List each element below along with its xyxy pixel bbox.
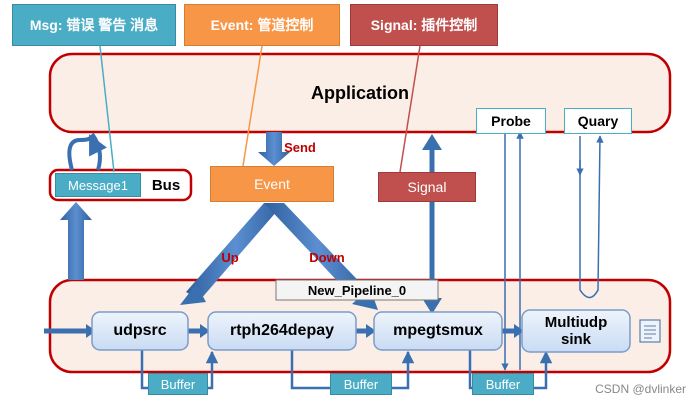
document-icon — [639, 319, 661, 343]
signal-arrow-bottom — [422, 298, 442, 314]
element-rtph264depay: rtph264depay — [229, 322, 335, 339]
msg-label: Msg: 错误 警告 消息 — [12, 4, 176, 46]
element-udpsrc-box — [91, 311, 189, 351]
bus-to-app-curve-left — [67, 134, 107, 171]
buffer-1: Buffer — [148, 373, 208, 395]
up-arrow-head — [180, 284, 206, 305]
element-mpegtsmux: mpegtsmux — [393, 322, 483, 339]
probe-box: Probe — [476, 108, 546, 134]
application-title: Application — [311, 82, 409, 103]
bus-to-app-curve-right — [90, 132, 102, 171]
quary-curve — [579, 135, 604, 299]
pipeline-name: New_Pipeline_0 — [307, 283, 407, 298]
event-label: Event: 管道控制 — [184, 4, 340, 46]
element-multiudpsink: Multiudp sink — [544, 314, 608, 348]
up-label: Up — [221, 249, 239, 265]
send-label: Send — [284, 139, 316, 155]
down-arrow — [264, 203, 372, 303]
element-rtph264depay-box — [207, 311, 357, 351]
pipeline-name-box — [275, 279, 439, 301]
flow-2-head — [366, 324, 376, 338]
event-connector — [242, 45, 263, 167]
flow-in-head — [86, 324, 96, 338]
signal-label: Signal: 插件控制 — [350, 4, 498, 46]
signal-arrow-top — [422, 134, 442, 150]
bus-label: Bus — [151, 176, 181, 194]
quary-box: Quary — [564, 108, 632, 134]
flow-1-head — [200, 324, 210, 338]
signal-connector — [399, 45, 421, 173]
watermark: CSDN @dvlinker — [595, 382, 686, 396]
message-box: Message1 — [55, 173, 141, 197]
up-arrow — [186, 203, 284, 300]
element-mpegtsmux-box — [373, 311, 503, 351]
event-box: Event — [210, 166, 334, 202]
element-udpsrc: udpsrc — [113, 322, 167, 339]
flow-3-head — [514, 324, 524, 338]
pipeline-to-bus-arrow — [60, 202, 92, 280]
msg-connector — [99, 45, 115, 173]
signal-box: Signal — [378, 172, 476, 202]
down-label: Down — [309, 249, 345, 265]
buffer-3: Buffer — [472, 373, 534, 395]
buffer-2: Buffer — [330, 373, 392, 395]
element-multiudpsink-box — [521, 309, 631, 353]
send-arrow — [258, 132, 290, 166]
